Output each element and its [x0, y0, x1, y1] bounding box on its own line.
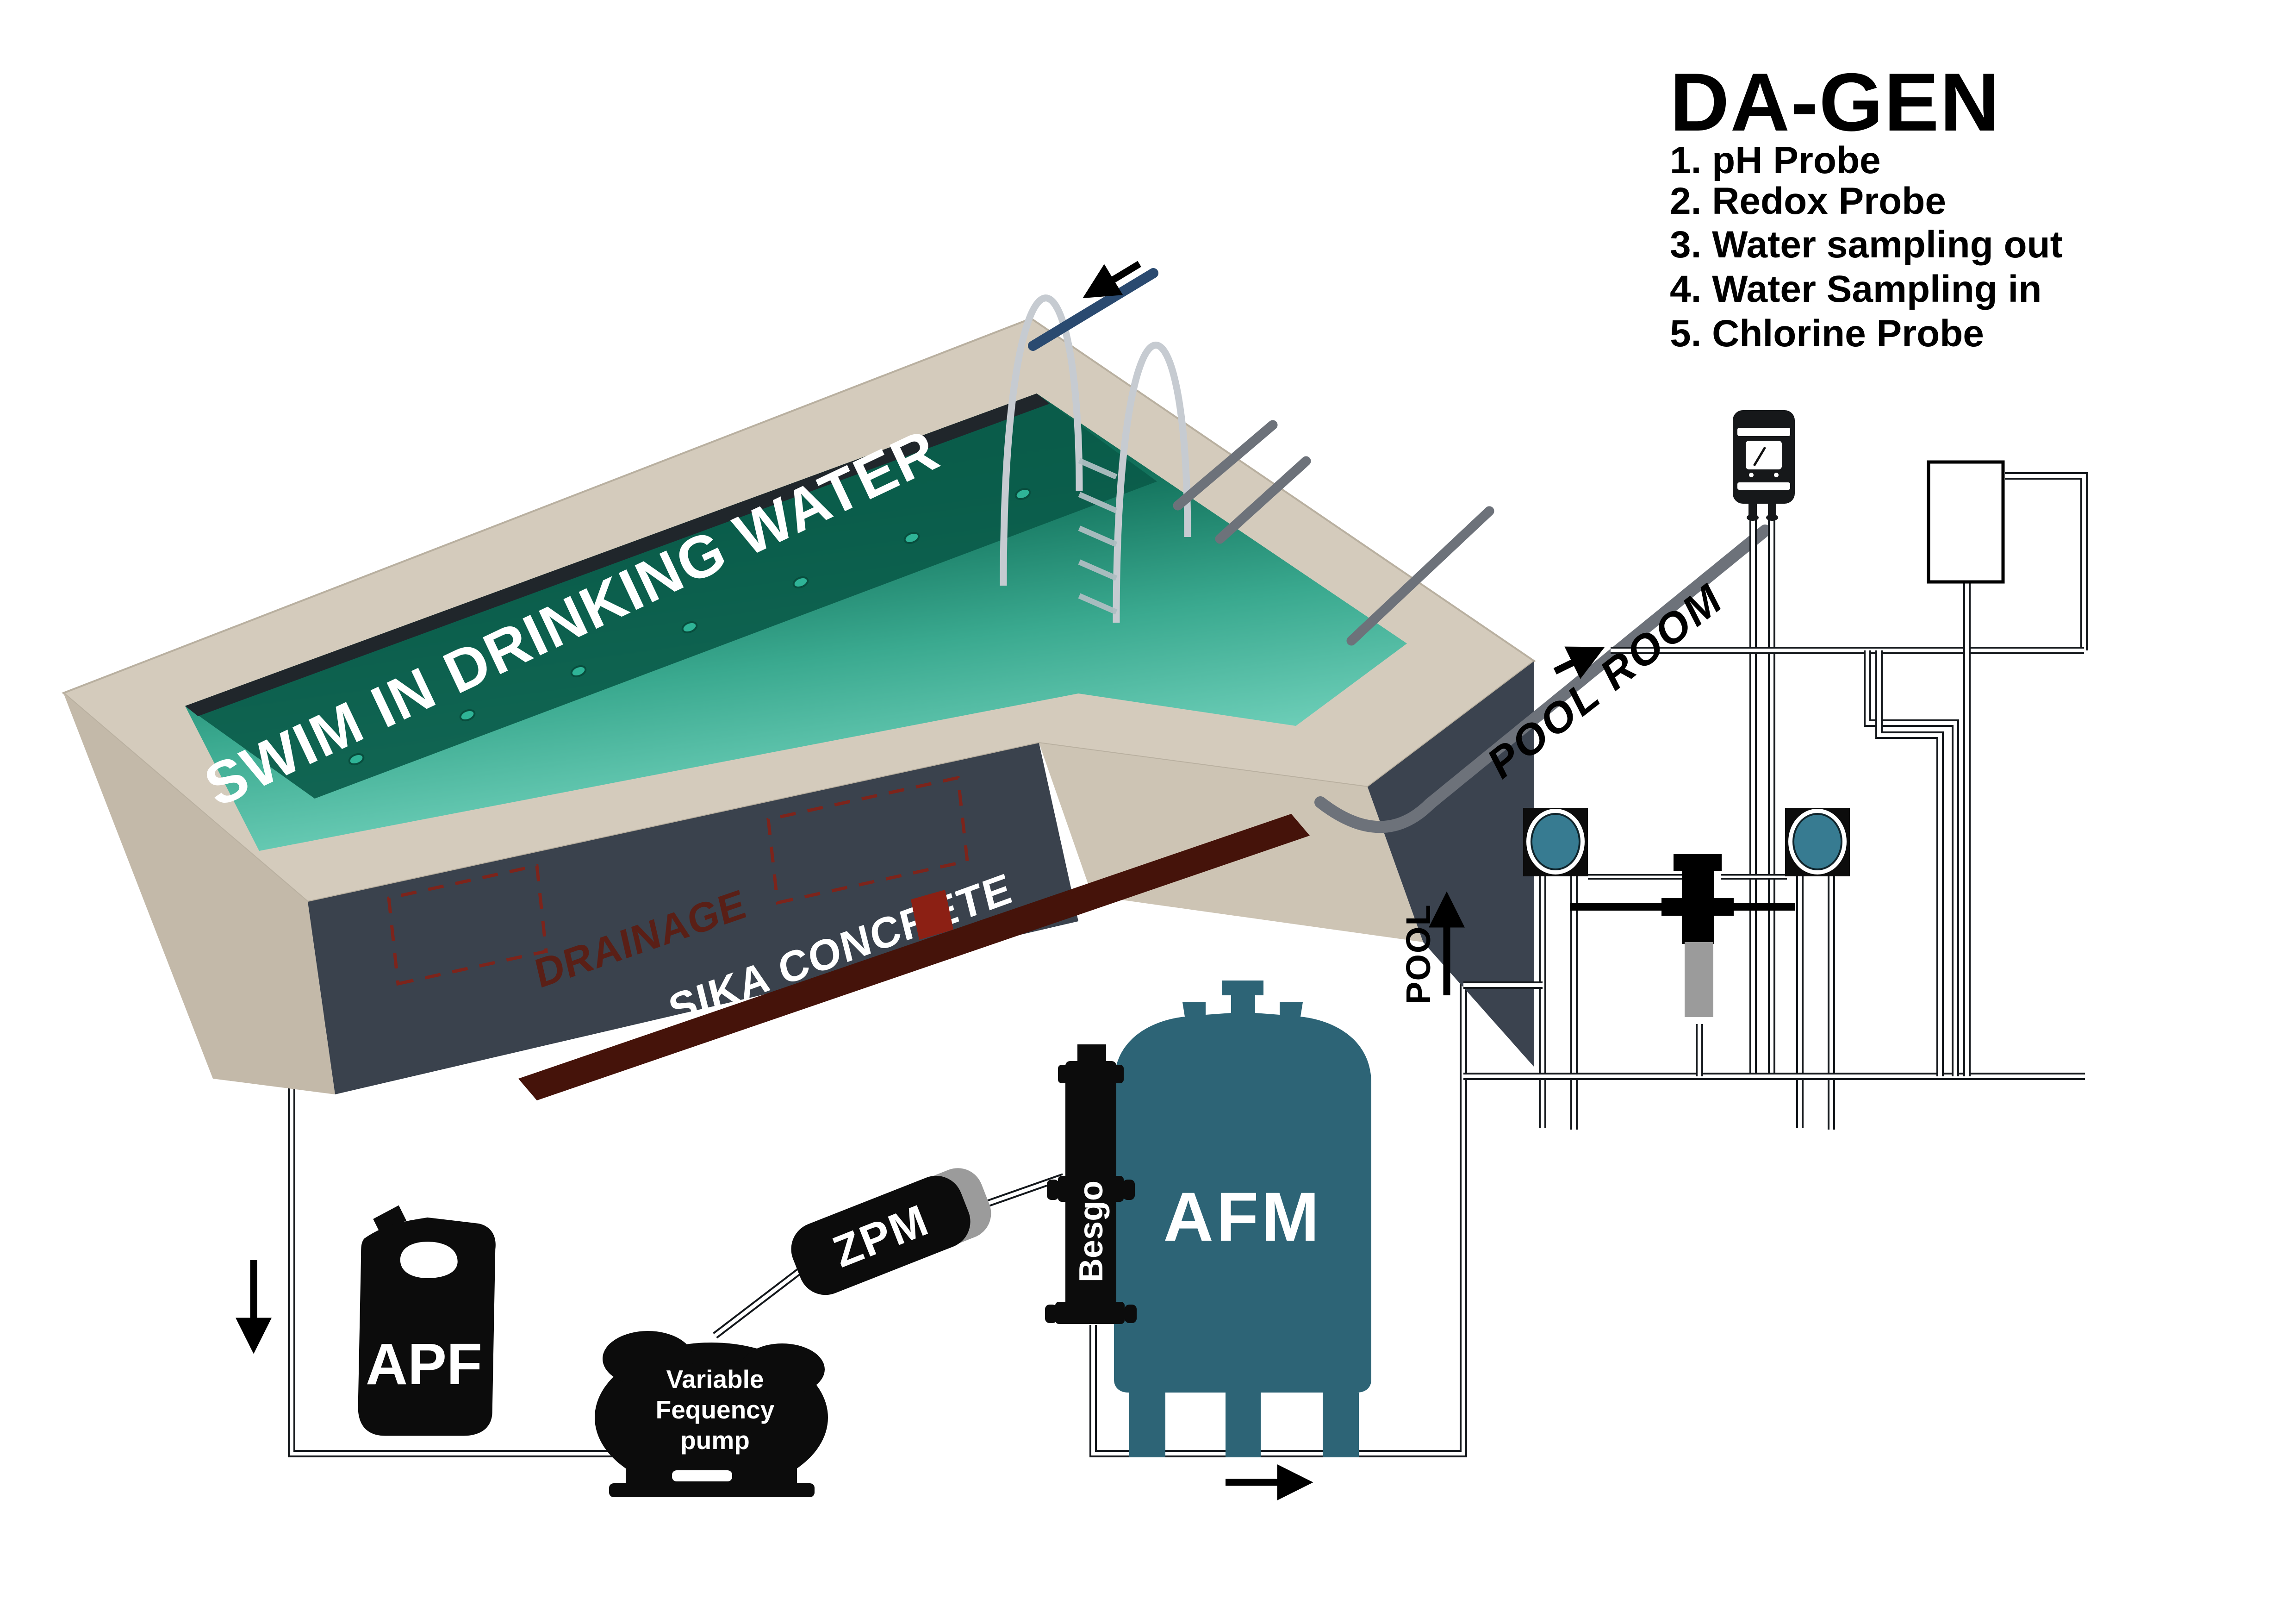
inlet-stub-2 [1215, 456, 1311, 544]
aco-label: ACO [1526, 1230, 1668, 1302]
gauge-needle-icon [1753, 446, 1767, 467]
pump-port [1792, 813, 1842, 870]
afm-tank: AFM [1114, 981, 1371, 1457]
inlet-stub-3 [1346, 506, 1494, 646]
pool-3d: SWIM IN DRINKING WATER SIKA CONCRETE DRA… [62, 294, 1536, 1100]
vf-pump-label-1: Variable [666, 1365, 764, 1393]
legend-item-2: 2. Redox Probe [1670, 180, 1946, 222]
pool-jets [348, 487, 1031, 766]
pool-left-wall [63, 693, 335, 1094]
pump-port-ring [1788, 809, 1847, 874]
vf-pump: Variable Fequency pump [595, 1331, 828, 1497]
controller-stripe-bottom [1737, 482, 1790, 490]
inlet-flow-arrow [1083, 261, 1141, 299]
rebar-dashes [387, 775, 969, 986]
aco-canister: ACO [1526, 1230, 1668, 1302]
ladder-rungs [1078, 458, 1118, 615]
pool-room-arrow [1553, 646, 1605, 679]
apf-canister: APF [358, 1205, 496, 1436]
legend-item-4: 4. Water Sampling in [1670, 268, 2041, 310]
junction-loop-pipe [2005, 472, 2088, 650]
afm-label: AFM [1164, 1178, 1322, 1255]
controller-stripe-top [1737, 428, 1790, 436]
dosing-pump-left [1523, 808, 1588, 876]
gray-pipes [1028, 268, 1771, 833]
vf-pump-label-2: Fequency [656, 1395, 775, 1424]
fill-pipe-blue [1028, 268, 1158, 351]
drainage-connector [911, 890, 953, 940]
pump-port [1531, 813, 1580, 870]
chlorine-sensor [1661, 854, 1734, 1017]
pump-base-slot [672, 1470, 732, 1481]
apf-label: APF [366, 1331, 482, 1397]
pool-return-label: POOL [1399, 904, 1437, 1005]
controller-display [1746, 441, 1782, 469]
legend-title: DA-GEN [1670, 56, 2000, 148]
ph-label: pH [1813, 1230, 1901, 1304]
pool-arm-end-wall [1368, 661, 1534, 1067]
besgo-valve: Besgo [1045, 1044, 1137, 1324]
besgo-label: Besgo [1073, 1181, 1110, 1282]
junction-box [1927, 460, 2005, 584]
drainage-channel [518, 814, 1310, 1100]
ph-canister: pH [1813, 1230, 1901, 1304]
pipe-network [713, 472, 2088, 1339]
vf-pump-label-3: pump [680, 1426, 750, 1455]
zpm-mixer: ZPM [791, 1168, 991, 1295]
pool-ladder [1000, 294, 1191, 623]
pool-water [185, 394, 1407, 851]
pool-room-pipe [1314, 525, 1771, 833]
legend-item-5: 5. Chlorine Probe [1670, 312, 1984, 355]
da-gen-legend: DA-GEN 1. pH Probe 2. Redox Probe 3. Wat… [1670, 56, 2063, 355]
inlet-stub-1 [1173, 420, 1278, 511]
pump-port-ring [1526, 809, 1585, 874]
legend-item-1: 1. pH Probe [1670, 139, 1881, 181]
da-gen-controller [1733, 410, 1795, 521]
sensor-probe [1685, 942, 1713, 1017]
pool-front-wall [308, 743, 1078, 1094]
dosing-pump-right [1785, 808, 1850, 876]
legend-item-3: 3. Water sampling out [1670, 224, 2063, 266]
pool-inner-edge-shadow [185, 394, 1050, 716]
branch-pipe-2 [1875, 650, 1944, 1076]
pool-water-deep-band [185, 394, 1157, 799]
